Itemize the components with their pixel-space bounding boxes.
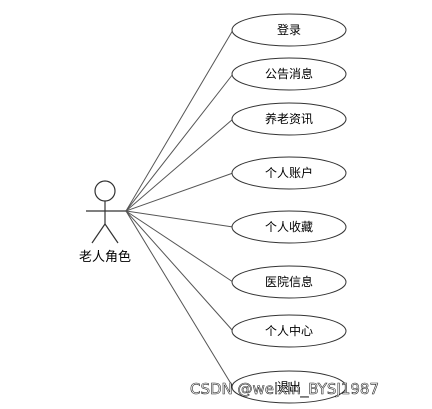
association-lines [125, 29, 234, 388]
actor-label: 老人角色 [79, 249, 131, 265]
use-case-ellipse [231, 210, 347, 244]
use-case-ellipse [231, 370, 347, 404]
use-case-label: 退出 [277, 380, 301, 394]
association-line [125, 210, 234, 388]
association-line [125, 210, 234, 283]
use-case-label: 养老资讯 [265, 111, 313, 126]
actor-leg-left [91, 223, 106, 244]
actor-leg-right [104, 223, 119, 244]
association-line [125, 29, 234, 212]
use-case-personal-account: 个人账户 [231, 156, 347, 190]
use-case-label: 公告消息 [265, 66, 313, 81]
use-case-elderly-news: 养老资讯 [231, 102, 347, 136]
use-case-hospital-info: 医院信息 [231, 265, 347, 299]
association-line [125, 172, 234, 212]
use-cases: 登录 公告消息 养老资讯 个人账户 个人收藏 医院信息 个人中心 退出 [231, 13, 347, 404]
use-case-ellipse [231, 314, 347, 348]
use-case-personal-center: 个人中心 [231, 314, 347, 348]
association-line [125, 118, 234, 212]
actor: 老人角色 [79, 180, 131, 265]
use-case-label: 医院信息 [265, 274, 313, 289]
watermark: CSDN @weixin_BYSJ1987 [190, 380, 379, 399]
use-case-ellipse [231, 265, 347, 299]
use-case-login: 登录 [231, 13, 347, 47]
use-case-announcements: 公告消息 [231, 57, 347, 91]
use-case-label: 登录 [277, 22, 301, 37]
use-case-label: 个人中心 [265, 323, 313, 338]
use-case-favorites: 个人收藏 [231, 210, 347, 244]
use-case-ellipse [231, 156, 347, 190]
use-case-ellipse [231, 57, 347, 91]
association-line [125, 210, 234, 332]
use-case-ellipse [231, 13, 347, 47]
use-case-ellipse [231, 102, 347, 136]
use-case-label: 个人收藏 [265, 220, 313, 234]
actor-head [94, 180, 116, 202]
association-line [125, 210, 234, 228]
use-case-logout: 退出 [231, 370, 347, 404]
use-case-label: 个人账户 [265, 165, 313, 180]
association-line [125, 73, 234, 212]
